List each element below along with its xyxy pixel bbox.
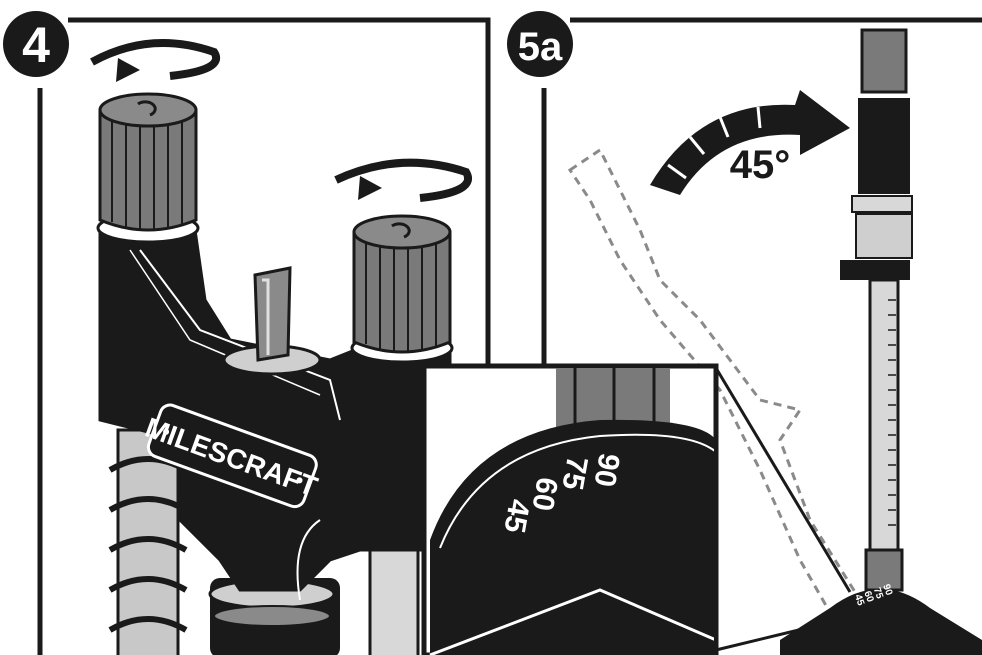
svg-text:4: 4 — [22, 17, 50, 73]
rotate-arrow-icon — [336, 163, 468, 200]
svg-text:90: 90 — [587, 451, 625, 490]
center-shaft — [224, 268, 320, 374]
column-right — [370, 540, 418, 655]
knob-right — [352, 216, 452, 362]
tower-base: 90 75 60 45 — [780, 583, 982, 655]
step-badge-4: 4 — [3, 11, 69, 77]
svg-text:5a: 5a — [518, 25, 563, 69]
step-badge-5a: 5a — [507, 11, 573, 77]
svg-text:45: 45 — [497, 497, 535, 536]
angle-label: 45° — [730, 143, 791, 187]
rotate-arrow-icon — [92, 43, 216, 82]
zoom-inset: 90 75 60 45 — [424, 366, 850, 655]
guide-tower — [840, 30, 912, 590]
knob-left — [98, 94, 198, 242]
